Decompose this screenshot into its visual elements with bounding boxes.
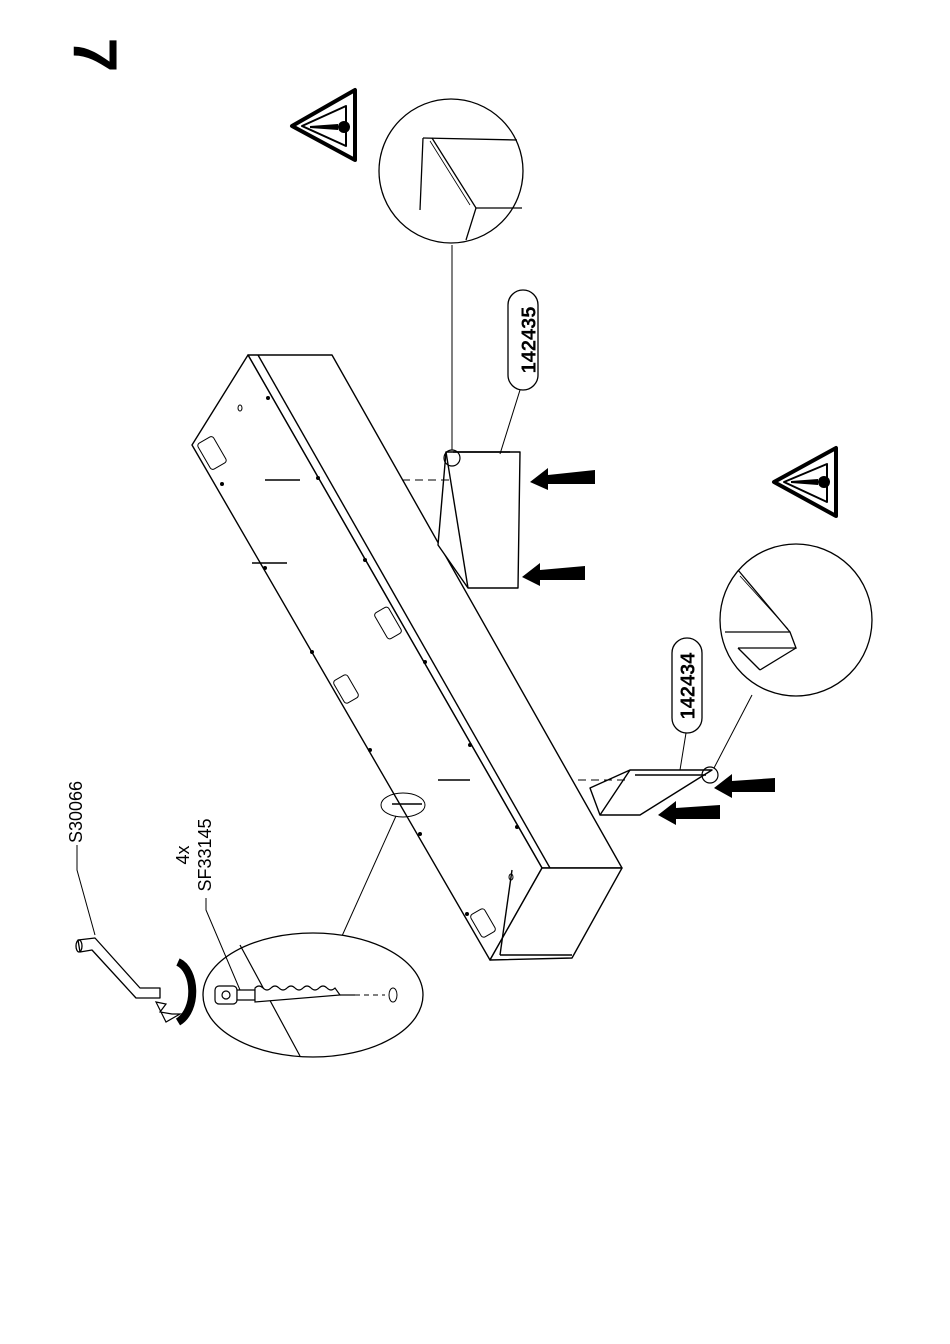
top-panel-label: 142435 xyxy=(500,290,540,454)
bottom-panel-code: 142434 xyxy=(677,652,699,720)
bottom-detail-circle xyxy=(720,544,872,696)
top-detail-circle xyxy=(379,99,523,243)
top-panel-code: 142435 xyxy=(518,307,540,374)
warning-icon xyxy=(292,90,355,160)
screw-detail-circle xyxy=(203,933,423,1057)
screw-code: SF33145 xyxy=(195,818,215,891)
rotate-clockwise-icon xyxy=(156,962,192,1022)
screw-quantity: 4x xyxy=(173,845,193,864)
bottom-detail-leader xyxy=(714,695,752,768)
top-panel-arrows xyxy=(522,468,595,586)
tool-code-leader xyxy=(77,845,95,935)
tool-code: S30066 xyxy=(66,781,86,843)
hex-key-icon xyxy=(76,938,160,998)
warning-icon xyxy=(774,448,836,516)
bottom-panel-label: 142434 xyxy=(672,638,702,770)
main-board xyxy=(192,355,622,960)
screw-callout-leader xyxy=(342,816,396,936)
step-number: 7 xyxy=(60,38,129,72)
